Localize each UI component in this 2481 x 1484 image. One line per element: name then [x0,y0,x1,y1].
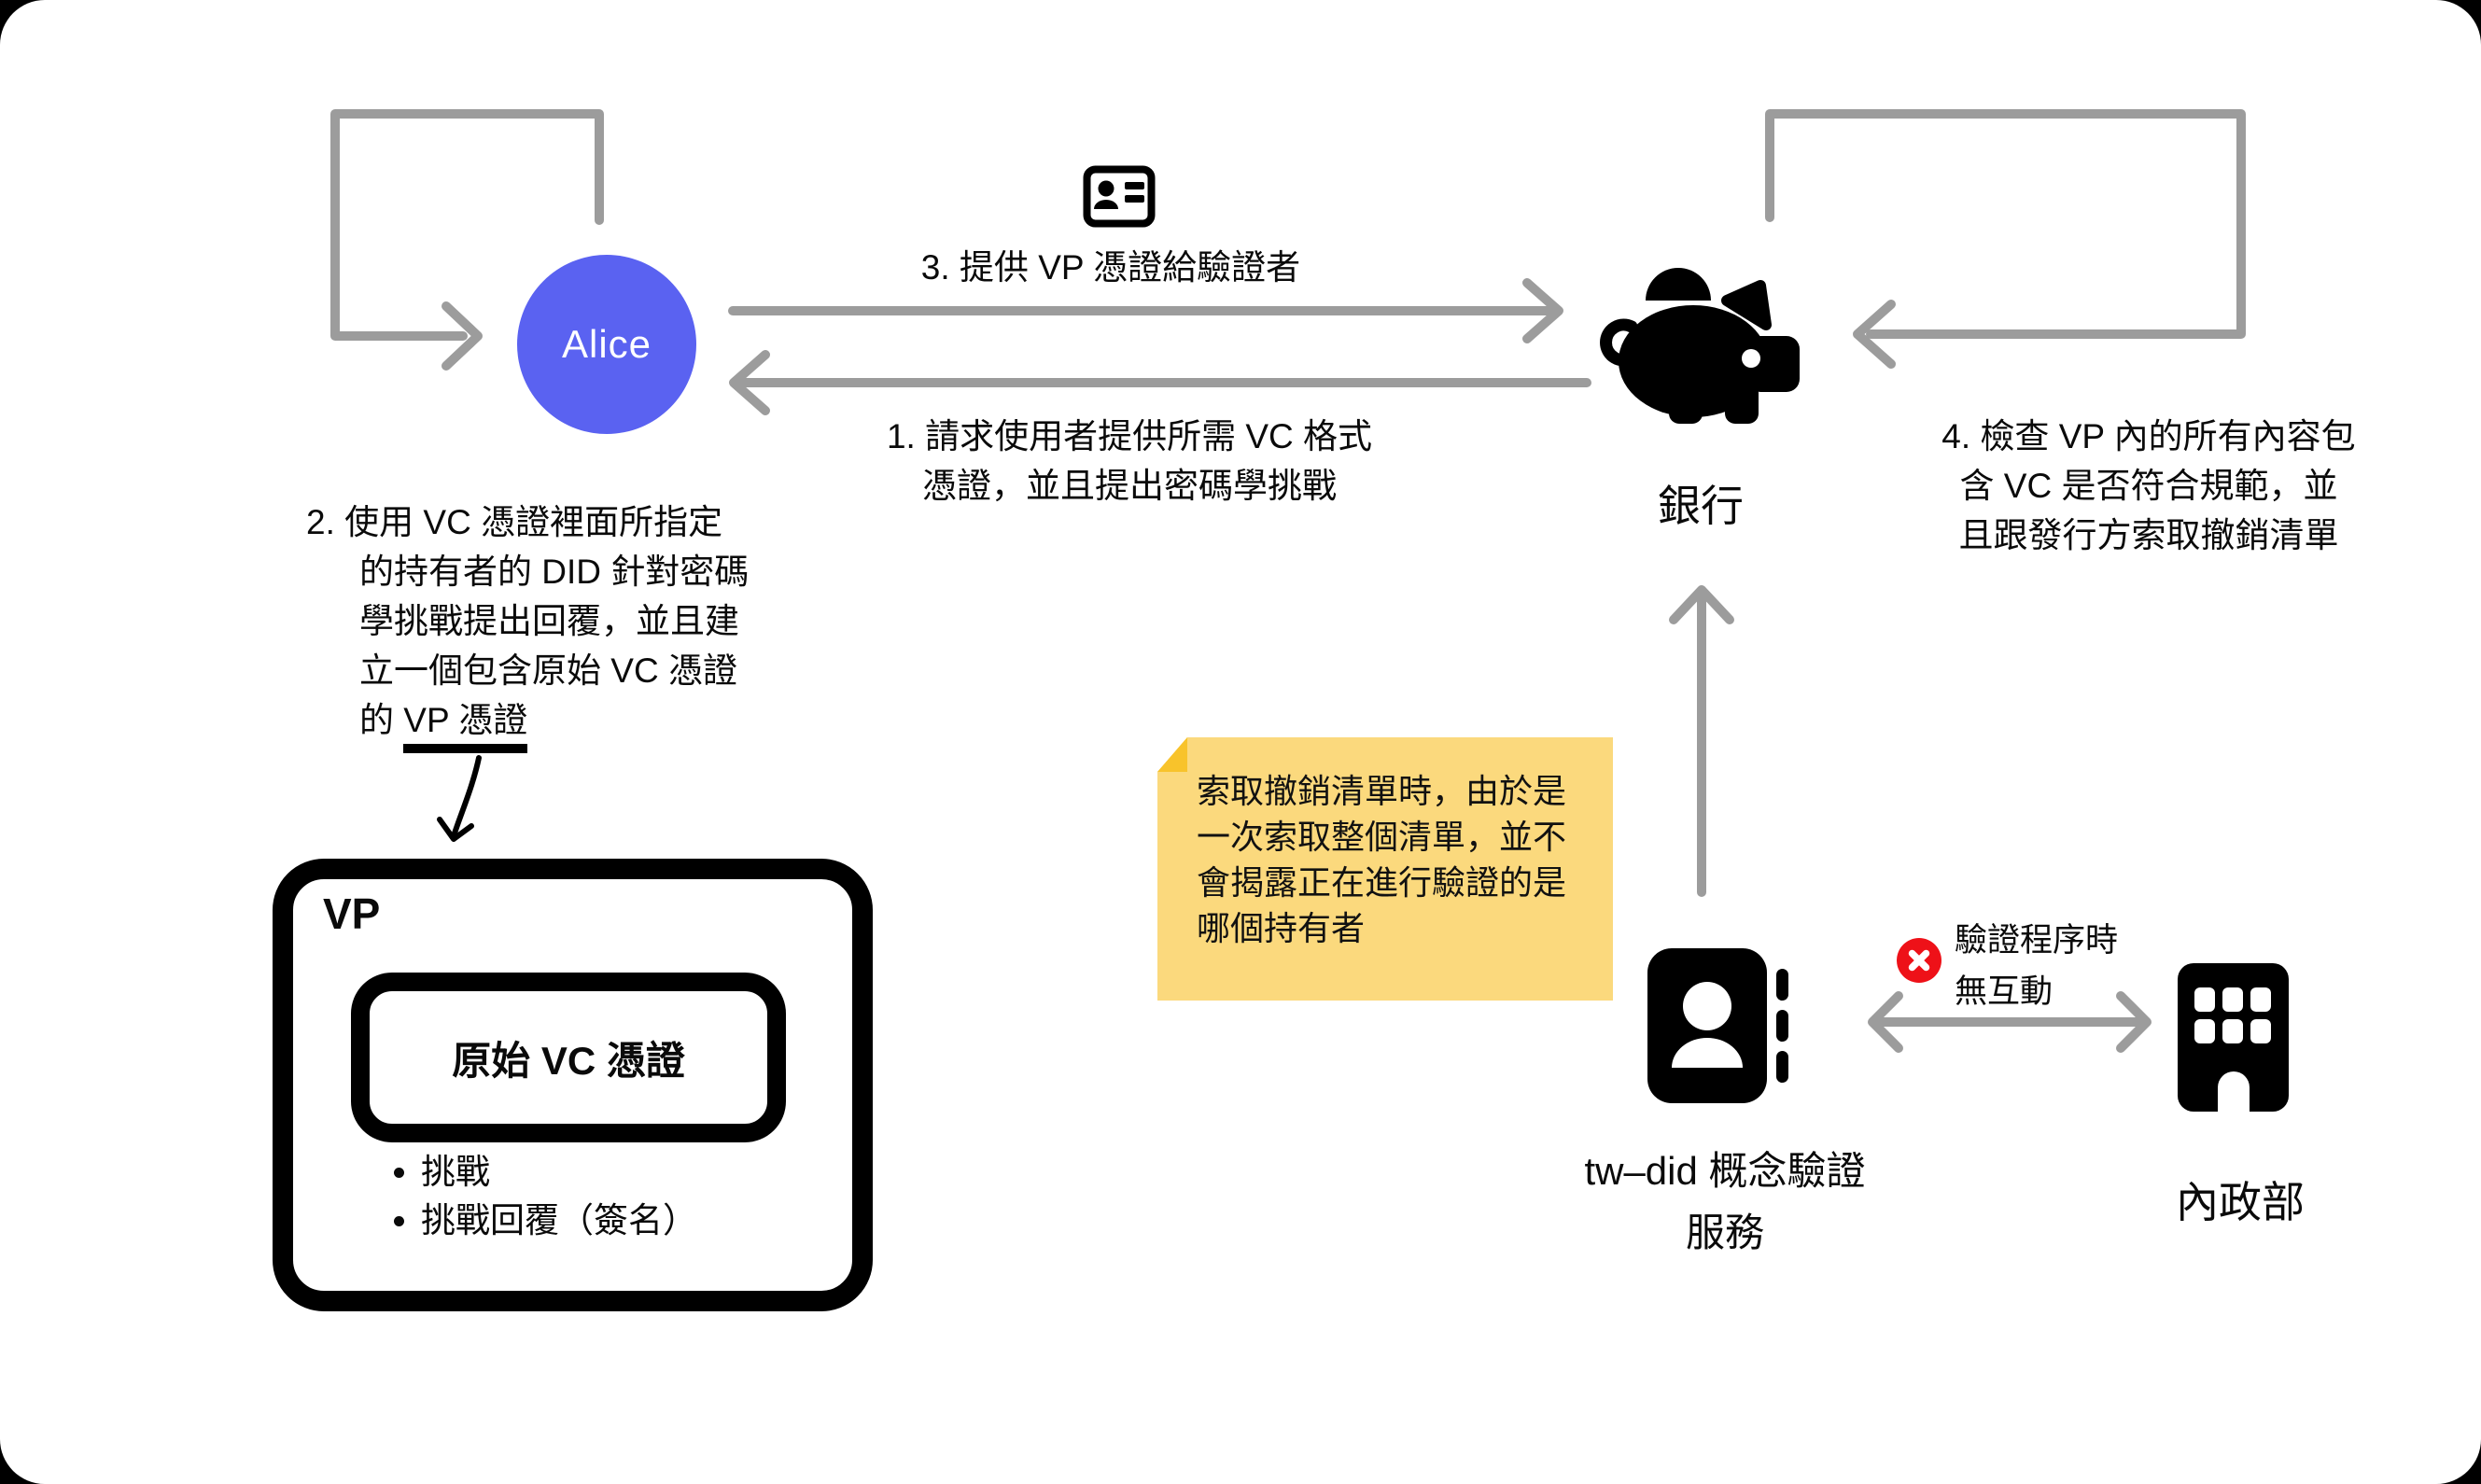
sticky-note-line: 會揭露正在進行驗證的是 [1197,863,1567,902]
sticky-note: 索取撤銷清單時，由於是 一次索取整個清單，並不 會揭露正在進行驗證的是 哪個持有… [1157,737,1613,1001]
no-interaction-line: 無互動 [1955,973,2053,1010]
message-2-last-prefix: 的 [359,701,404,739]
message-2: 2. 使用 VC 憑證裡面所指定 的持有者的 DID 針對密碼 學挑戰提出回覆，… [306,497,848,753]
vp-credential-underlined-ref: VP 憑證 [403,701,528,753]
vp-bullet-list: 挑戰 挑戰回覆（簽名） [391,1148,697,1245]
twdid-service-label: tw–did 概念驗證 服務 [1493,1141,1956,1264]
vp-box: VP 原始 VC 憑證 挑戰 挑戰回覆（簽名） [273,859,873,1311]
bank-self-loop-arrowhead [1853,300,1896,369]
message-2-line: 學挑戰提出回覆，並且建 [359,602,739,640]
request-vc-arrowhead [729,350,770,415]
original-vc-box: 原始 VC 憑證 [351,973,786,1142]
message-4: 4. 檢查 VP 內的所有內容包 含 VC 是否符合規範，並 且跟發行方索取撤銷… [1869,412,2429,560]
no-interaction-arrowhead-left [1868,991,1903,1053]
vp-pointer-arrow [451,755,482,839]
twdid-service-label-line: tw–did 概念驗證 [1584,1149,1866,1193]
original-vc-label: 原始 VC 憑證 [452,1038,685,1083]
message-2-line-last: 的 VP 憑證 [359,695,848,753]
sticky-note-line: 哪個持有者 [1197,909,1366,947]
sticky-note-line: 索取撤銷清單時，由於是 [1197,772,1567,810]
vp-bullet: 挑戰 [421,1148,697,1197]
id-card-icon [1083,165,1156,228]
error-x-glyph [1908,949,1930,972]
sticky-note-body [1157,737,1613,1001]
revocation-list-arrowhead [1669,585,1734,624]
message-1: 1. 請求使用者提供所需 VC 格式 憑證，並且提出密碼學挑戰 [866,412,1393,511]
piggy-bank-icon [1600,268,1800,424]
no-interaction-note: 驗證程序時 無互動 [1955,915,2118,1017]
building-icon [2178,963,2289,1112]
bank-label: 銀行 [1658,482,1744,530]
message-3: 3. 提供 VP 憑證給驗證者 [887,243,1335,292]
alice-node: Alice [517,255,696,434]
alice-self-loop-arrowhead [442,301,483,371]
vp-pointer-arrowhead [437,817,474,842]
message-1-line: 憑證，並且提出密碼學挑戰 [922,467,1337,505]
sticky-note-text: 索取撤銷清單時，由於是 一次索取整個清單，並不 會揭露正在進行驗證的是 哪個持有… [1197,768,1566,951]
vp-bullet: 挑戰回覆（簽名） [421,1197,697,1245]
message-1-line: 1. 請求使用者提供所需 VC 格式 [886,417,1373,455]
no-interaction-arrowhead-right [2116,991,2152,1053]
alice-label: Alice [561,322,652,366]
message-4-line: 且跟發行方索取撤銷清單 [1958,516,2339,554]
contact-book-icon [1647,948,1788,1103]
present-vp-arrowhead [1522,278,1563,343]
error-x-icon [1897,938,1941,983]
sticky-note-line: 一次索取整個清單，並不 [1197,818,1567,856]
twdid-service-label-line: 服務 [1685,1211,1764,1254]
message-4-line: 4. 檢查 VP 內的所有內容包 [1941,417,2356,455]
vp-box-title: VP [323,889,381,938]
message-2-line: 2. 使用 VC 憑證裡面所指定 [306,503,723,541]
ministry-label: 內政部 [2176,1178,2305,1226]
message-3-line: 3. 提供 VP 憑證給驗證者 [920,248,1301,287]
sticky-note-fold [1157,737,1187,772]
no-interaction-line: 驗證程序時 [1955,922,2119,959]
message-2-line: 的持有者的 DID 針對密碼 [359,553,750,591]
message-2-line: 立一個包含原始 VC 憑證 [359,651,737,690]
alice-self-loop-arrow [330,109,604,341]
bank-self-loop-arrow [1765,109,2246,339]
message-4-line: 含 VC 是否符合規範，並 [1959,467,2338,505]
